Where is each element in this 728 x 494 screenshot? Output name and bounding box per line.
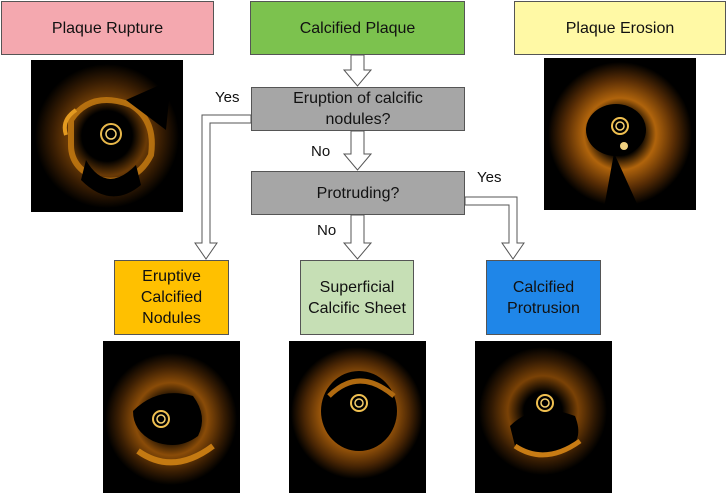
eruption-yes-label: Yes bbox=[215, 89, 240, 106]
protruding-question-box: Protruding? bbox=[251, 171, 465, 215]
plaque-rupture-box: Plaque Rupture bbox=[1, 1, 214, 55]
superficial-calcific-sheet-box: Superficial Calcific Sheet bbox=[300, 260, 414, 335]
oct-image-plaque-rupture bbox=[31, 60, 183, 212]
eruptive-calcified-nodules-label: Eruptive Calcified Nodules bbox=[140, 268, 203, 327]
arrow-protruding-no bbox=[342, 214, 373, 260]
arrow-calcified-to-eruption bbox=[342, 54, 373, 87]
oct-image-eruptive-nodules bbox=[103, 341, 240, 493]
oct-image-plaque-erosion bbox=[544, 58, 696, 210]
eruptive-calcified-nodules-box: Eruptive Calcified Nodules bbox=[114, 260, 229, 335]
plaque-erosion-label: Plaque Erosion bbox=[565, 19, 675, 37]
protruding-question-label: Protruding? bbox=[316, 184, 400, 202]
protruding-yes-label: Yes bbox=[477, 169, 502, 186]
calcified-plaque-label: Calcified Plaque bbox=[299, 19, 416, 37]
calcified-protrusion-label: Calcified Protrusion bbox=[507, 278, 580, 317]
calcified-protrusion-box: Calcified Protrusion bbox=[486, 260, 601, 335]
eruption-question-label: Eruption of calcific nodules? bbox=[293, 90, 423, 128]
oct-image-calcified-protrusion bbox=[475, 341, 612, 493]
arrow-eruption-yes bbox=[194, 114, 252, 260]
plaque-erosion-box: Plaque Erosion bbox=[514, 1, 726, 55]
eruption-no-label: No bbox=[311, 143, 331, 160]
protruding-no-label: No bbox=[317, 222, 337, 239]
arrow-protruding-yes bbox=[464, 196, 525, 260]
superficial-calcific-sheet-label: Superficial Calcific Sheet bbox=[308, 278, 406, 317]
plaque-rupture-label: Plaque Rupture bbox=[51, 19, 164, 37]
oct-image-calcific-sheet bbox=[289, 341, 426, 493]
arrow-eruption-no bbox=[342, 130, 373, 171]
